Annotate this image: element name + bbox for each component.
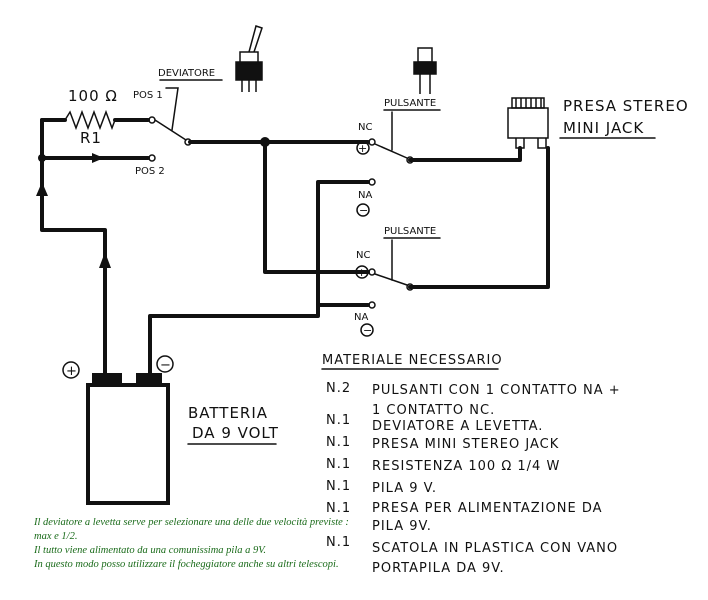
jack-label-line1: PRESA STEREO — [563, 97, 689, 115]
na2-label: NA — [354, 312, 368, 323]
material-qty: N.1 — [326, 501, 351, 516]
wire-node-nc2 — [263, 140, 370, 274]
materials-list: MATERIALE NECESSARIO N.2 PULSANTI CON 1 … — [321, 353, 621, 576]
selector-switch: POS 1 POS 2 DEVIATORE — [133, 68, 223, 177]
material-line: PRESA MINI STEREO JACK — [372, 437, 559, 452]
wire-na1 — [316, 180, 370, 307]
wire-na2 — [148, 303, 370, 380]
caption-line: max e 1/2. — [34, 531, 78, 542]
junction-dot — [260, 137, 270, 147]
battery-minus: − — [160, 358, 171, 373]
material-line: PRESA PER ALIMENTAZIONE DA — [372, 501, 603, 516]
material-line: PORTAPILA DA 9V. — [372, 561, 505, 576]
material-line: DEVIATORE A LEVETTA. — [372, 419, 543, 434]
nc2-label: NC — [356, 250, 370, 261]
arrow-up-icon — [99, 252, 111, 268]
material-qty: N.1 — [326, 457, 351, 472]
arrow-right-icon — [92, 153, 104, 163]
material-qty: N.1 — [326, 479, 351, 494]
na1-label: NA — [358, 190, 372, 201]
wire-battery-plus — [40, 118, 107, 380]
resistor-r1: 100 Ω R1 — [64, 87, 118, 147]
toggle-switch-icon — [235, 25, 263, 92]
caption: Il deviatore a levetta serve per selezio… — [34, 516, 364, 572]
resistor-name: R1 — [80, 129, 102, 147]
arrow-up-icon — [36, 182, 48, 196]
junction-dot — [38, 154, 46, 162]
material-qty: N.1 — [326, 435, 351, 450]
switch-label: DEVIATORE — [158, 68, 215, 79]
battery-plus: + — [66, 364, 77, 379]
material-qty: N.1 — [326, 535, 351, 550]
minus-sign: − — [363, 324, 372, 337]
material-qty: N.1 — [326, 413, 351, 428]
material-line: PULSANTI CON 1 CONTATTO NA + — [372, 383, 621, 398]
materials-title: MATERIALE NECESSARIO — [322, 353, 503, 368]
material-line: 1 CONTATTO NC. — [372, 403, 495, 418]
battery-9v: + − — [62, 355, 174, 505]
material-line: PILA 9 V. — [372, 481, 437, 496]
pushbutton-icon — [413, 47, 437, 94]
battery-label-line1: BATTERIA — [188, 404, 268, 422]
caption-line: Il tutto viene alimentato da una comunis… — [34, 545, 266, 556]
pushbutton-2: PULSANTE NC + NA − — [354, 226, 441, 337]
wiring — [40, 118, 550, 380]
minus-sign: − — [359, 204, 368, 217]
pos1-label: POS 1 — [133, 90, 163, 101]
caption-line: Il deviatore a levetta serve per selezio… — [34, 517, 349, 528]
plus-sign: + — [358, 142, 367, 155]
material-qty: N.2 — [326, 381, 351, 396]
button2-label: PULSANTE — [384, 226, 436, 237]
button1-label: PULSANTE — [384, 98, 436, 109]
pos2-label: POS 2 — [135, 166, 165, 177]
material-line: SCATOLA IN PLASTICA CON VANO — [372, 541, 618, 556]
wire-button1-jack — [408, 146, 522, 162]
resistor-value: 100 Ω — [68, 87, 118, 105]
pushbutton-1: PULSANTE NC + NA − — [356, 98, 441, 217]
jack-label-line2: MINI JACK — [563, 119, 644, 137]
caption-line: In questo modo posso utilizzare il foche… — [34, 559, 339, 570]
material-line: RESISTENZA 100 Ω 1/4 W — [372, 459, 560, 474]
battery-label-line2: DA 9 VOLT — [192, 424, 279, 442]
wire-button2-jack — [408, 146, 550, 289]
plus-sign: + — [357, 266, 366, 279]
stereo-jack-icon — [507, 97, 549, 149]
nc1-label: NC — [358, 122, 372, 133]
material-line: PILA 9V. — [372, 519, 432, 534]
